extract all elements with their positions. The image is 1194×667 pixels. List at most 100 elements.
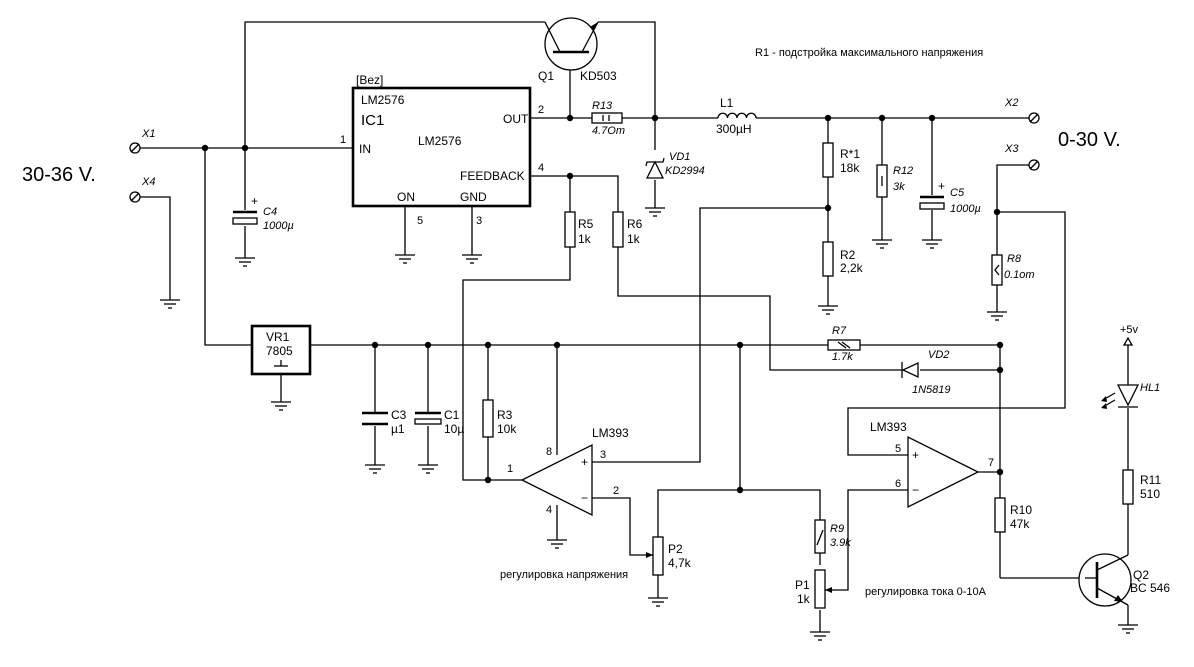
- r9-resistor: [814, 519, 826, 554]
- label-r3-name: R3: [497, 408, 513, 422]
- label-ic1-pin5: 5: [417, 215, 423, 227]
- label-q1-name: Q1: [538, 69, 554, 83]
- vd2-diode: [901, 361, 919, 379]
- r6-resistor: [612, 211, 624, 248]
- r8-resistor: [991, 254, 1003, 286]
- label-l1-val: 300µH: [716, 122, 752, 136]
- r7-resistor: [827, 339, 861, 351]
- text-labels: X1 X4 X2 X3 30-36 V. 0-30 V. R1 - подстр…: [22, 47, 1170, 606]
- supply-arrow: [1122, 336, 1134, 346]
- label-r6-val: 1k: [627, 232, 641, 246]
- label-u2-plus: +: [912, 448, 919, 462]
- rs1-resistor: [822, 142, 834, 178]
- l1-inductor: [717, 112, 757, 119]
- q1-transistor: [544, 17, 599, 71]
- label-l1-name: L1: [720, 96, 734, 110]
- label-u1-minus: −: [581, 491, 588, 505]
- label-r1-note: R1 - подстройка максимального напряжения: [755, 47, 983, 59]
- label-c1-name: C1: [444, 408, 460, 422]
- label-c5-name: C5: [950, 187, 965, 199]
- label-vd2-type: 1N5819: [912, 384, 951, 396]
- label-r6-name: R6: [627, 217, 643, 231]
- label-c3-name: C3: [391, 408, 407, 422]
- label-r8-val: 0.1om: [1004, 269, 1035, 281]
- label-r7-name: R7: [832, 325, 847, 337]
- label-vd2-name: VD2: [928, 349, 949, 361]
- label-ic1-name: IC1: [361, 112, 384, 129]
- label-r8-name: R8: [1007, 253, 1022, 265]
- label-ic1-pin2: 2: [538, 104, 544, 116]
- label-ic1-pin4: 4: [538, 162, 544, 174]
- hl1-led: [1101, 384, 1140, 409]
- label-u2-pin6: 6: [895, 478, 901, 490]
- label-p1-name: P1: [795, 578, 810, 592]
- vr1-7805: [250, 324, 312, 402]
- label-r2-val: 2,2k: [840, 261, 864, 275]
- junction-dots: [201, 114, 1004, 494]
- label-r9-name: R9: [830, 523, 844, 535]
- label-p2-name: P2: [668, 542, 683, 556]
- label-ic1-feedback: FEEDBACK: [460, 169, 525, 183]
- label-p2-note: регулировка напряжения: [500, 569, 628, 581]
- label-ic1-out: OUT: [503, 112, 529, 126]
- label-r11-val: 510: [1140, 487, 1160, 501]
- r10-resistor: [994, 497, 1006, 533]
- label-r10-name: R10: [1010, 503, 1032, 517]
- label-c5-plus: +: [938, 179, 945, 193]
- label-c1-val: 10µ: [444, 422, 464, 436]
- label-c4-plus: +: [251, 194, 258, 208]
- wires: [139, 21, 1129, 632]
- c3-capacitor: [362, 411, 388, 426]
- label-r12-name: R12: [893, 165, 913, 177]
- terminal-x1: [129, 142, 141, 154]
- label-p2-val: 4,7k: [668, 556, 692, 570]
- label-rs1-val: 18k: [840, 161, 860, 175]
- label-x2: X2: [1004, 97, 1018, 109]
- label-r5-val: 1k: [578, 232, 592, 246]
- label-x1: X1: [141, 128, 155, 140]
- label-c5-val: 1000µ: [950, 203, 981, 215]
- r5-resistor: [564, 211, 576, 248]
- r11-resistor: [1122, 469, 1134, 505]
- label-output-voltage: 0-30 V.: [1058, 129, 1121, 151]
- terminal-x3: [1028, 159, 1040, 171]
- label-vr1-type: 7805: [266, 344, 293, 358]
- label-vr1-name: VR1: [266, 330, 290, 344]
- label-u1-pin8: 8: [546, 446, 552, 458]
- label-u2-name: LM393: [870, 420, 907, 434]
- label-r2-name: R2: [840, 248, 856, 262]
- ic1-lm2576: [351, 86, 532, 255]
- label-u1-plus: +: [581, 455, 588, 469]
- label-q1-type: KD503: [580, 69, 617, 83]
- label-u2-pin5: 5: [895, 443, 901, 455]
- terminal-x2: [1028, 112, 1040, 124]
- label-vd1-name: VD1: [669, 151, 690, 163]
- p1-potentiometer: [814, 569, 835, 609]
- label-x4: X4: [141, 176, 155, 188]
- u1-comparator: [520, 443, 593, 517]
- label-r9-val: 3.9k: [830, 537, 851, 549]
- label-q2-type: BC 546: [1130, 581, 1170, 595]
- label-p1-note: регулировка тока 0-10А: [865, 586, 987, 598]
- c5-capacitor: [919, 195, 945, 210]
- label-c4-val: 1000µ: [263, 220, 294, 232]
- label-u2-pin7: 7: [988, 457, 994, 469]
- r3-resistor: [482, 399, 494, 438]
- label-r13-val: 4.7Om: [592, 125, 625, 137]
- label-ic1-model-top: LM2576: [361, 93, 405, 107]
- r13-resistor: [591, 112, 623, 124]
- label-q2-name: Q2: [1133, 568, 1149, 582]
- r12-resistor: [876, 164, 888, 198]
- label-ic1-pin1: 1: [340, 134, 346, 146]
- label-r3-val: 10k: [497, 422, 517, 436]
- label-u1-name: LM393: [592, 426, 629, 440]
- label-vd1-type: KD2994: [665, 165, 705, 177]
- label-c4-name: C4: [263, 206, 277, 218]
- c1-capacitor: [414, 411, 442, 425]
- label-x3: X3: [1004, 143, 1019, 155]
- label-hl1-name: HL1: [1140, 382, 1160, 394]
- ground-symbols: [160, 207, 1138, 641]
- r2-resistor: [822, 241, 834, 277]
- label-ic1-model-mid: LM2576: [418, 134, 462, 148]
- terminal-x4: [129, 191, 141, 203]
